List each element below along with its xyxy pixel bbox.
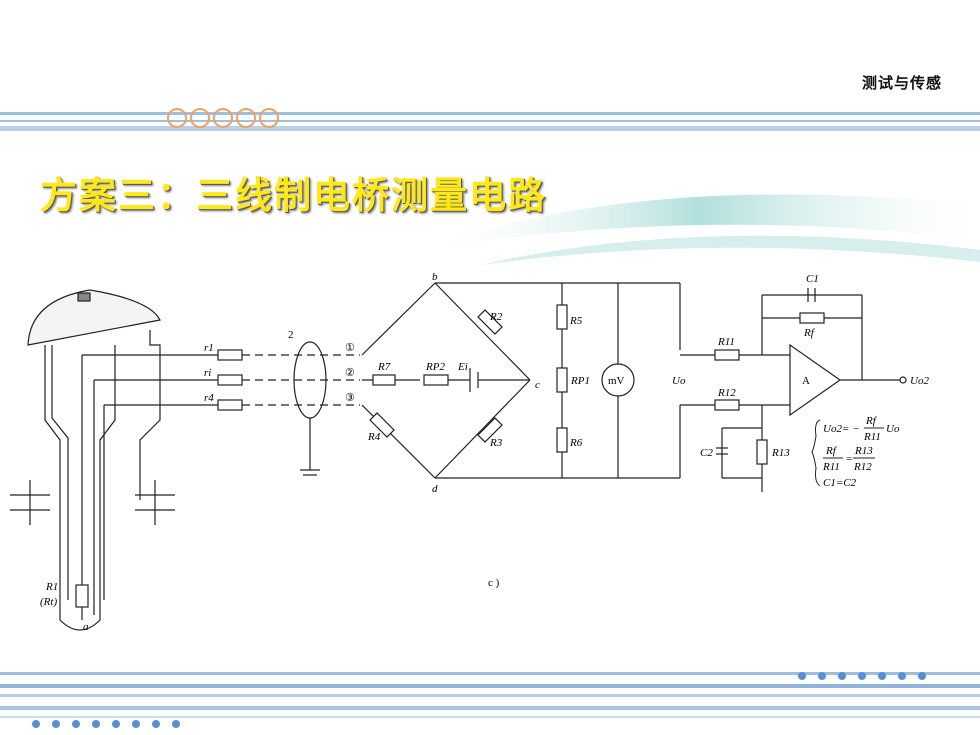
label-RP1: RP1 <box>570 375 590 387</box>
node-d: d <box>432 483 438 495</box>
label-n3: ③ <box>345 392 355 404</box>
eq2-num2: R13 <box>854 445 873 457</box>
node-b: b <box>432 271 438 283</box>
label-n1: ① <box>345 342 355 354</box>
label-ri: ri <box>204 367 211 379</box>
label-R11: R11 <box>717 336 735 348</box>
eq2-num1: Rf <box>825 445 838 457</box>
label-C2: C2 <box>700 447 713 459</box>
label-r1: r1 <box>204 342 214 354</box>
label-r4: r4 <box>204 392 214 404</box>
equations: Uo2= − Rf R11 Uo Rf R11 = R13 R12 C1=C2 <box>811 415 900 489</box>
node-c: c <box>535 379 540 391</box>
lead-wires <box>82 341 360 476</box>
label-meter: mV <box>608 375 625 387</box>
eq2-den2: R12 <box>853 461 872 473</box>
eq1-right: Uo <box>886 423 900 435</box>
label-cable: 2 <box>288 329 294 341</box>
label-RP2: RP2 <box>425 361 445 373</box>
label-Ei: Ei <box>457 361 468 373</box>
eq2-eq: = <box>846 453 852 465</box>
label-amp: A <box>802 375 810 387</box>
header-brand: 测试与传感 <box>861 74 942 92</box>
eq1-den: R11 <box>863 431 881 443</box>
label-R5: R5 <box>569 315 583 327</box>
sensor-housing <box>10 289 175 631</box>
bridge <box>361 282 681 479</box>
label-Rt2: (Rt) <box>40 596 57 608</box>
label-R7: R7 <box>377 361 391 373</box>
label-R13: R13 <box>771 447 790 459</box>
label-Rt1: R1 <box>45 581 58 593</box>
node-a: a <box>83 621 89 633</box>
label-n2: ② <box>345 367 355 379</box>
eq3: C1=C2 <box>823 477 857 489</box>
decorative-circles <box>167 108 279 128</box>
page-title: 方案三：三线制电桥测量电路 <box>40 174 547 217</box>
label-R3: R3 <box>489 437 503 449</box>
label-Uo: Uo <box>672 375 686 387</box>
eq1-num: Rf <box>865 415 878 427</box>
label-R12: R12 <box>717 387 736 399</box>
label-Uo2: Uo2 <box>910 375 929 387</box>
label-R6: R6 <box>569 437 583 449</box>
figure-caption: c ) <box>488 577 500 589</box>
eq2-den1: R11 <box>822 461 840 473</box>
label-Rf: Rf <box>803 327 816 339</box>
eq1-left: Uo2= − <box>823 423 860 435</box>
label-R4: R4 <box>367 431 381 443</box>
label-C1: C1 <box>806 273 819 285</box>
label-R2: R2 <box>489 311 503 323</box>
amplifier <box>680 288 907 492</box>
